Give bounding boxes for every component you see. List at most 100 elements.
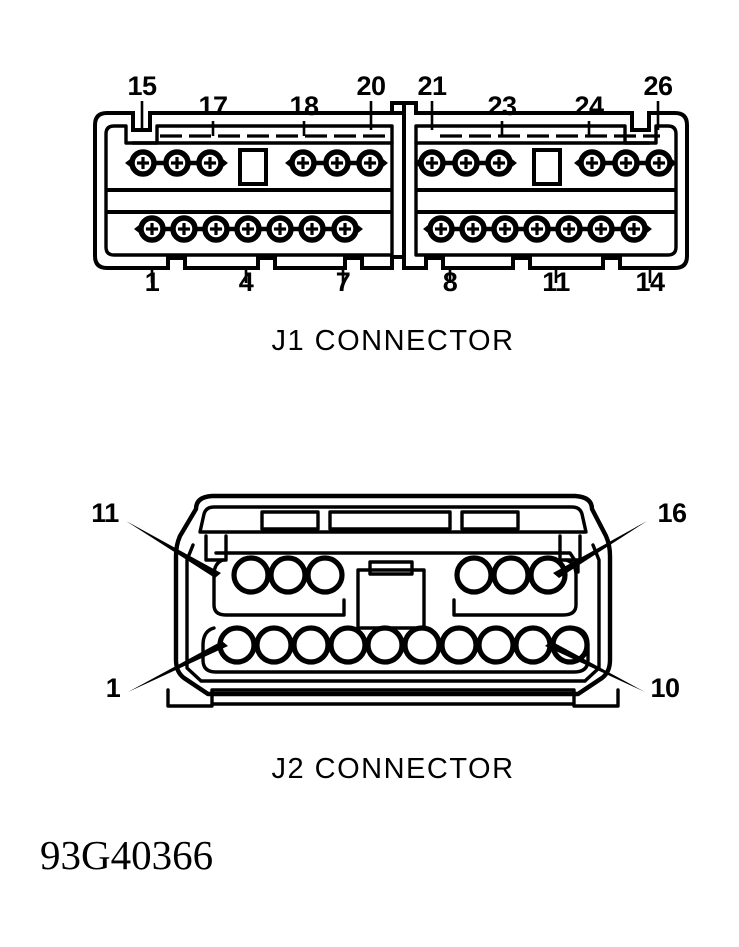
- j1-pin-number-11: 11: [542, 267, 570, 297]
- j1-pin: [331, 215, 359, 243]
- j1-key-block-right: [532, 148, 562, 186]
- j2-terminal-array: [217, 555, 590, 665]
- j1-top-pin-numbers: 15 17 18 20 21 23 24 26: [127, 71, 673, 121]
- j1-pin: [578, 149, 606, 177]
- j1-pin-number-23: 23: [487, 91, 517, 121]
- j1-pin: [620, 215, 648, 243]
- j2-cavity-upper-rail: [214, 551, 580, 574]
- part-number: 93G40366: [40, 832, 213, 878]
- pin-ring: [459, 215, 487, 243]
- j1-pin-number-21: 21: [417, 71, 447, 101]
- j2-terminal: [328, 625, 368, 665]
- pin-ring: [129, 149, 157, 177]
- j2-terminal: [402, 625, 442, 665]
- pin-ring: [418, 149, 446, 177]
- j1-pin: [427, 215, 455, 243]
- pin-ring: [485, 149, 513, 177]
- j2-cap-slot-left: [260, 510, 320, 531]
- j2-bottom-foot-right: [572, 688, 620, 708]
- j2-bottom-band-lower: [210, 688, 576, 706]
- j2-terminal: [476, 625, 516, 665]
- j1-center-notch: [390, 101, 406, 115]
- j1-pin: [323, 149, 351, 177]
- j1-top-row-right-segment-2: [574, 149, 677, 177]
- pin-ring: [202, 215, 230, 243]
- j2-lower-row: [217, 625, 590, 665]
- j2-leader-arrow-11: [126, 521, 221, 578]
- j1-pin-number-17: 17: [198, 91, 227, 121]
- j1-pin: [234, 215, 262, 243]
- j1-pin: [491, 215, 519, 243]
- pin-ring: [170, 215, 198, 243]
- j1-pin: [163, 149, 191, 177]
- j1-bottom-leader-lines: [150, 268, 652, 283]
- j1-pin-number-20: 20: [356, 71, 385, 101]
- pin-ring: [331, 215, 359, 243]
- pin-ring: [196, 149, 224, 177]
- pin-ring: [323, 149, 351, 177]
- pin-ring: [234, 215, 262, 243]
- j2-terminal: [365, 625, 405, 665]
- j1-pin: [170, 215, 198, 243]
- j2-terminal: [291, 625, 331, 665]
- j1-pin-number-14: 14: [635, 267, 665, 297]
- j2-leader-arrow-16: [553, 521, 647, 578]
- j1-right-housing-outer: [402, 101, 689, 270]
- j1-bottom-row-left: [134, 215, 363, 243]
- j2-terminal: [268, 555, 308, 595]
- pin-ring: [163, 149, 191, 177]
- j1-right-housing-inner: [414, 124, 678, 257]
- pin-ring: [491, 215, 519, 243]
- j2-left-wall: [185, 543, 202, 682]
- j2-terminal: [528, 555, 568, 595]
- j1-pin-number-18: 18: [289, 91, 319, 121]
- j1-pin: [452, 149, 480, 177]
- j1-pin: [196, 149, 224, 177]
- j2-caption: J2 CONNECTOR: [271, 753, 514, 785]
- j2-top-cap: [198, 505, 588, 534]
- j1-pin-number-15: 15: [127, 71, 157, 101]
- pin-ring: [138, 215, 166, 243]
- j1-pin: [418, 149, 446, 177]
- j2-pin-number-10: 10: [650, 673, 679, 703]
- j2-pin-number-16: 16: [657, 498, 687, 528]
- j2-terminal: [454, 555, 494, 595]
- j1-pin-number-8: 8: [443, 267, 458, 297]
- j2-terminal: [254, 625, 294, 665]
- pin-ring: [452, 149, 480, 177]
- pin-ring: [266, 215, 294, 243]
- j1-pin-number-26: 26: [643, 71, 673, 101]
- j2-terminal: [513, 625, 553, 665]
- j1-caption: J1 CONNECTOR: [271, 325, 514, 357]
- j2-terminal: [439, 625, 479, 665]
- j1-pin: [298, 215, 326, 243]
- pin-ring: [587, 215, 615, 243]
- j1-pin: [485, 149, 513, 177]
- j1-top-row-left-segment-2: [285, 149, 388, 177]
- j2-pin-number-1: 1: [106, 673, 121, 703]
- pin-ring: [578, 149, 606, 177]
- j1-top-row-right-segment: [414, 149, 517, 177]
- j1-pin: [129, 149, 157, 177]
- pin-ring: [645, 149, 673, 177]
- j1-top-leader-lines: [140, 101, 660, 136]
- j2-terminal: [305, 555, 345, 595]
- j1-pin: [523, 215, 551, 243]
- j1-top-row-left-segment: [125, 149, 228, 177]
- j2-terminal: [231, 555, 271, 595]
- j1-pin-number-7: 7: [336, 267, 351, 297]
- j1-pin: [289, 149, 317, 177]
- j1-pin-number-24: 24: [574, 91, 604, 121]
- j1-key-block-left: [238, 148, 268, 186]
- j2-leader-arrow-1: [128, 641, 228, 692]
- j1-pin: [266, 215, 294, 243]
- j1-left-housing-inner: [104, 124, 394, 257]
- j1-pin-number-4: 4: [239, 267, 254, 297]
- j2-latch-tab-left: [204, 534, 228, 562]
- pin-ring: [427, 215, 455, 243]
- j2-latch-tab-right: [558, 534, 582, 562]
- j2-upper-row-right: [454, 555, 568, 595]
